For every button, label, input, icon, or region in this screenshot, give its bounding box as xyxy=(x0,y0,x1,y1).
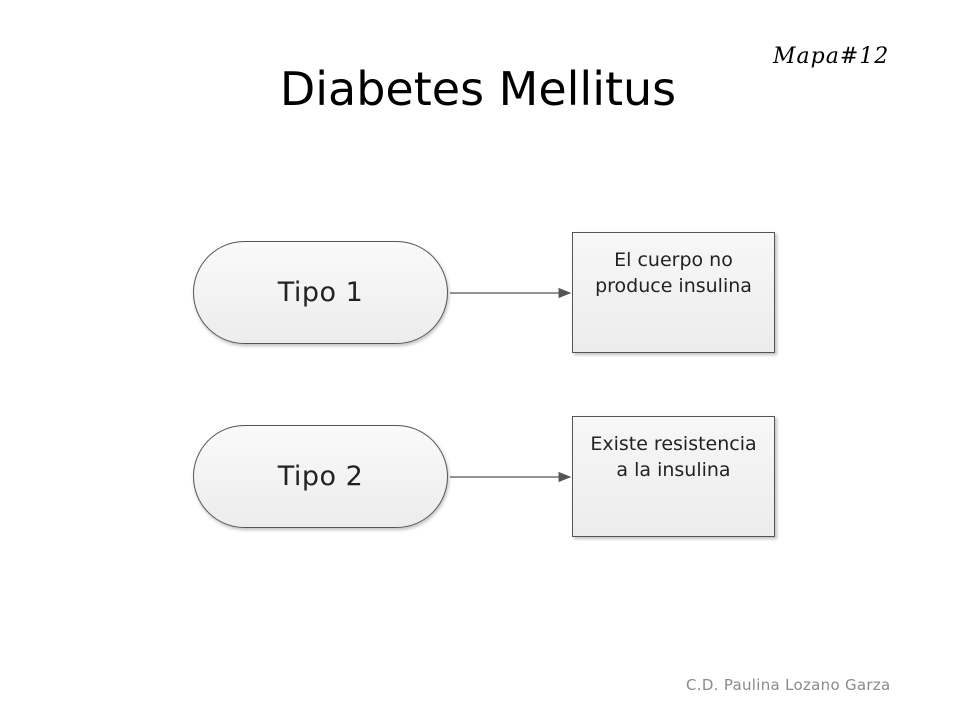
slide-title: Diabetes Mellitus xyxy=(279,62,677,116)
node-description-1-line1: El cuerpo no xyxy=(614,249,733,271)
author-credit: C.D. Paulina Lozano Garza xyxy=(686,676,891,694)
node-tipo-2-label: Tipo 2 xyxy=(277,461,364,492)
node-description-2: Existe resistencia a la insulina xyxy=(572,416,775,537)
node-tipo-2: Tipo 2 xyxy=(193,425,448,528)
node-description-1: El cuerpo no produce insulina xyxy=(572,232,775,353)
node-tipo-1-label: Tipo 1 xyxy=(277,277,364,308)
node-description-2-line2: a la insulina xyxy=(616,459,731,481)
map-number-tag: Mapa#12 xyxy=(773,44,890,69)
node-tipo-1: Tipo 1 xyxy=(193,241,448,344)
node-description-2-line1: Existe resistencia xyxy=(590,433,757,455)
node-description-1-line2: produce insulina xyxy=(595,275,752,297)
